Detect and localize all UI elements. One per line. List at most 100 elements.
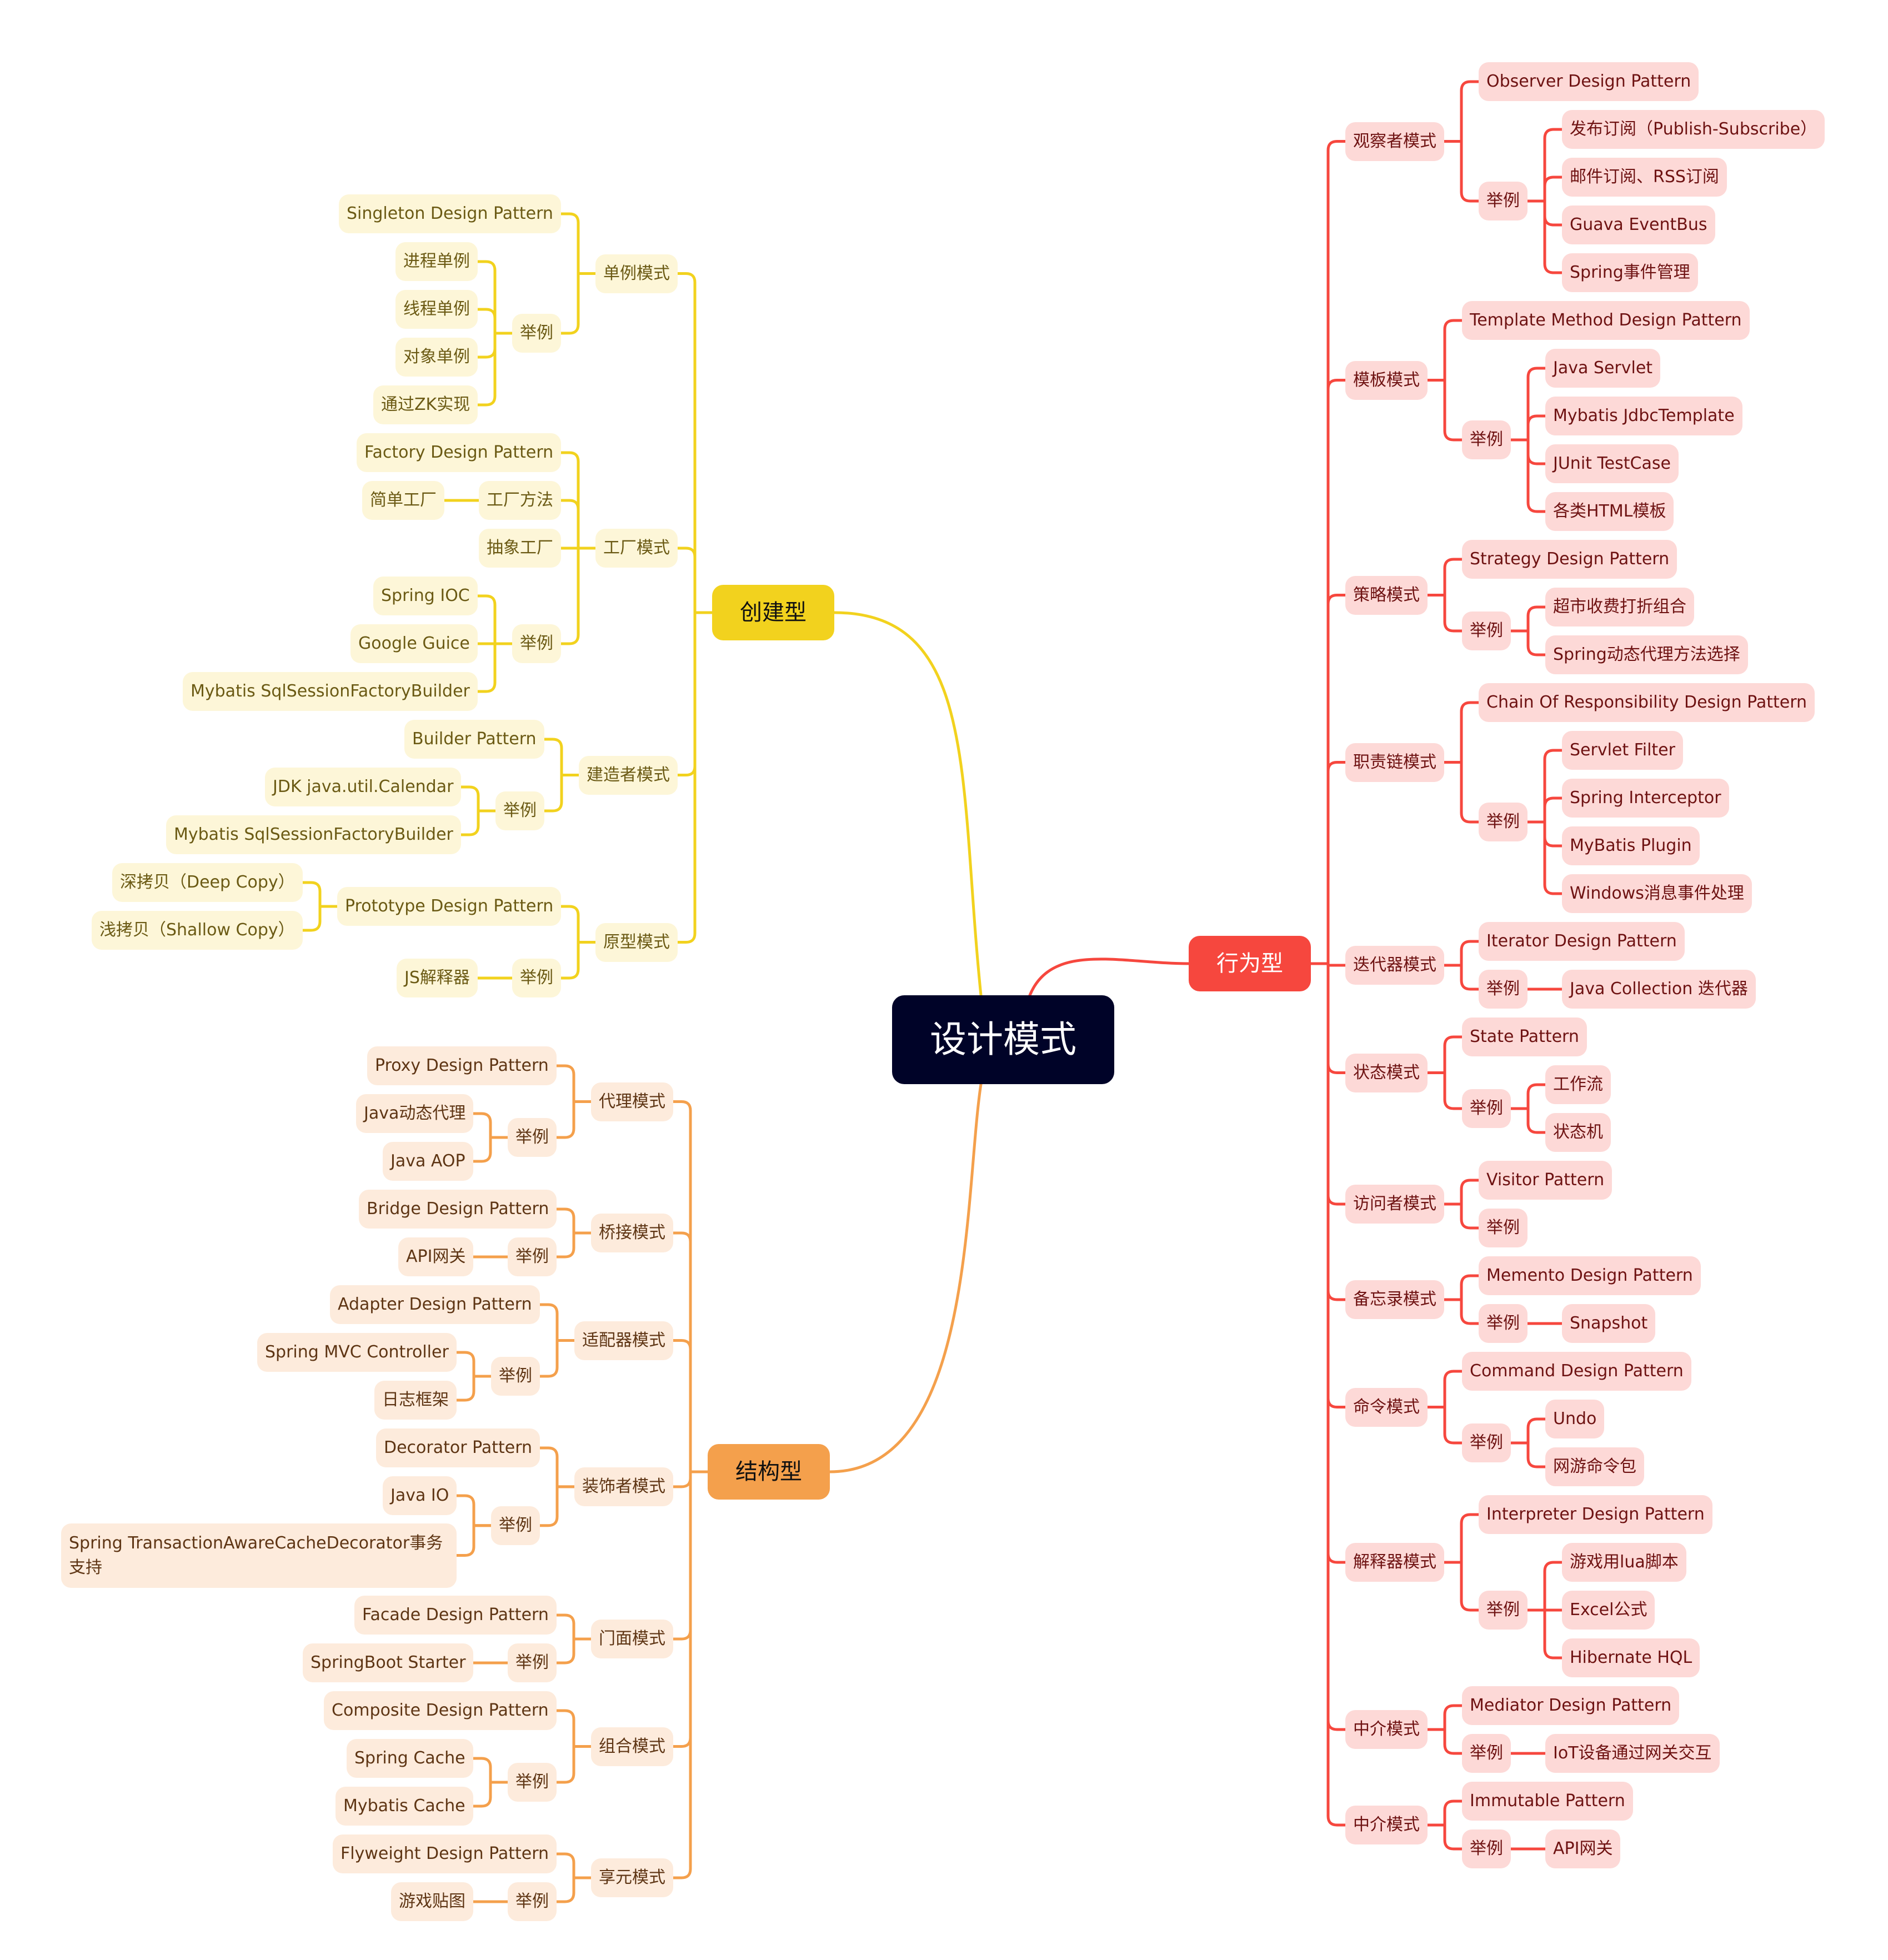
leaf-node[interactable]: 游戏贴图 <box>391 1882 473 1921</box>
leaf-node[interactable]: Servlet Filter <box>1562 731 1683 770</box>
leaf-node[interactable]: State Pattern <box>1462 1017 1587 1056</box>
leaf-node[interactable]: 日志框架 <box>374 1381 457 1420</box>
leaf-node[interactable]: Mybatis Cache <box>335 1787 473 1826</box>
pattern-node-cn[interactable]: 访问者模式 <box>1345 1185 1444 1224</box>
category-node-behavioral[interactable]: 行为型 <box>1189 936 1311 991</box>
pattern-node-cn[interactable]: 享元模式 <box>591 1858 673 1897</box>
leaf-node[interactable]: Hibernate HQL <box>1562 1638 1700 1677</box>
pattern-node-cn[interactable]: 门面模式 <box>591 1620 673 1658</box>
leaf-node[interactable]: Proxy Design Pattern <box>367 1046 557 1085</box>
pattern-node-cn[interactable]: 单例模式 <box>595 254 678 293</box>
leaf-node[interactable]: 进程单例 <box>395 242 478 281</box>
leaf-node[interactable]: 深拷贝（Deep Copy） <box>112 863 303 902</box>
leaf-node[interactable]: 游戏用lua脚本 <box>1562 1543 1686 1582</box>
pattern-node-cn[interactable]: 状态模式 <box>1345 1053 1428 1092</box>
leaf-node[interactable]: Mybatis JdbcTemplate <box>1545 397 1742 435</box>
leaf-node[interactable]: Mediator Design Pattern <box>1462 1686 1680 1725</box>
pattern-node-cn[interactable]: 迭代器模式 <box>1345 946 1444 985</box>
leaf-node[interactable]: Java Servlet <box>1545 349 1661 388</box>
leaf-node[interactable]: 简单工厂 <box>362 481 444 520</box>
pattern-node-cn[interactable]: 中介模式 <box>1345 1710 1428 1749</box>
example-node[interactable]: 举例 <box>1479 803 1528 841</box>
example-node[interactable]: 举例 <box>1479 1209 1528 1247</box>
leaf-node[interactable]: Java动态代理 <box>356 1094 474 1133</box>
leaf-node[interactable]: 线程单例 <box>395 290 478 329</box>
leaf-node[interactable]: Spring IOC <box>373 577 478 615</box>
leaf-node[interactable]: Spring Cache <box>347 1739 473 1778</box>
leaf-node[interactable]: Factory Design Pattern <box>357 433 562 472</box>
leaf-node[interactable]: 超市收费打折组合 <box>1545 588 1694 626</box>
leaf-node[interactable]: Mybatis SqlSessionFactoryBuilder <box>183 672 478 711</box>
example-node[interactable]: 举例 <box>508 1237 557 1276</box>
leaf-node[interactable]: Java AOP <box>383 1142 473 1181</box>
leaf-node[interactable]: 浅拷贝（Shallow Copy） <box>92 911 303 950</box>
leaf-node[interactable]: Facade Design Pattern <box>354 1596 557 1635</box>
example-node[interactable]: 举例 <box>495 791 544 830</box>
category-node-creational[interactable]: 创建型 <box>712 585 834 640</box>
example-node[interactable]: 举例 <box>1462 611 1511 650</box>
leaf-node[interactable]: Excel公式 <box>1562 1591 1655 1630</box>
subtopic-node[interactable]: 工厂方法 <box>479 481 561 520</box>
pattern-node-cn[interactable]: 职责链模式 <box>1345 743 1444 782</box>
leaf-node[interactable]: JDK java.util.Calendar <box>265 768 462 806</box>
example-node[interactable]: 举例 <box>512 624 561 663</box>
example-node[interactable]: 举例 <box>1479 1304 1528 1343</box>
leaf-node[interactable]: Template Method Design Pattern <box>1462 301 1750 340</box>
leaf-node[interactable]: Google Guice <box>350 624 478 663</box>
example-node[interactable]: 举例 <box>508 1882 557 1921</box>
pattern-node-cn[interactable]: 代理模式 <box>591 1082 673 1121</box>
leaf-node[interactable]: Observer Design Pattern <box>1479 62 1699 101</box>
leaf-node[interactable]: 邮件订阅、RSS订阅 <box>1562 158 1727 197</box>
leaf-node[interactable]: Undo <box>1545 1400 1605 1438</box>
leaf-node[interactable]: 对象单例 <box>395 338 478 377</box>
leaf-node[interactable]: Singleton Design Pattern <box>339 194 561 233</box>
pattern-node-cn[interactable]: 工厂模式 <box>595 529 678 568</box>
leaf-node[interactable]: Guava EventBus <box>1562 205 1715 244</box>
example-node[interactable]: 举例 <box>1462 420 1511 459</box>
leaf-node[interactable]: Command Design Pattern <box>1462 1352 1691 1391</box>
pattern-node-cn[interactable]: 桥接模式 <box>591 1214 673 1252</box>
leaf-node[interactable]: JUnit TestCase <box>1545 444 1679 483</box>
example-node[interactable]: 举例 <box>1479 1591 1528 1630</box>
leaf-node[interactable]: Java Collection 迭代器 <box>1562 970 1756 1009</box>
leaf-node[interactable]: Spring MVC Controller <box>257 1333 457 1372</box>
leaf-node[interactable]: Spring动态代理方法选择 <box>1545 635 1748 674</box>
leaf-node[interactable]: Composite Design Pattern <box>324 1691 557 1730</box>
leaf-node[interactable]: Interpreter Design Pattern <box>1479 1495 1712 1534</box>
pattern-node-cn[interactable]: 适配器模式 <box>574 1321 673 1360</box>
leaf-node[interactable]: Java IO <box>383 1476 457 1515</box>
leaf-node[interactable]: 网游命令包 <box>1545 1447 1644 1486</box>
leaf-node[interactable]: Bridge Design Pattern <box>359 1190 557 1229</box>
example-node[interactable]: 举例 <box>512 314 561 353</box>
root-topic[interactable]: 设计模式 <box>892 995 1114 1084</box>
category-node-structural[interactable]: 结构型 <box>708 1444 830 1500</box>
pattern-node-cn[interactable]: 备忘录模式 <box>1345 1280 1444 1319</box>
leaf-node[interactable]: SpringBoot Starter <box>303 1643 474 1682</box>
leaf-node[interactable]: 各类HTML模板 <box>1545 492 1674 531</box>
leaf-node[interactable]: Builder Pattern <box>404 720 544 759</box>
leaf-node[interactable]: Spring Interceptor <box>1562 779 1729 818</box>
pattern-node-cn[interactable]: 解释器模式 <box>1345 1543 1444 1582</box>
leaf-node[interactable]: Visitor Pattern <box>1479 1161 1612 1200</box>
example-node[interactable]: 举例 <box>491 1357 540 1396</box>
leaf-node[interactable]: Spring TransactionAwareCacheDecorator事务支… <box>61 1523 457 1588</box>
pattern-node-cn[interactable]: 模板模式 <box>1345 360 1428 400</box>
leaf-node[interactable]: Flyweight Design Pattern <box>333 1834 557 1873</box>
leaf-node[interactable]: 通过ZK实现 <box>373 385 478 424</box>
example-node[interactable]: 举例 <box>1462 1829 1511 1868</box>
example-node[interactable]: 举例 <box>512 959 561 997</box>
leaf-node[interactable]: 抽象工厂 <box>479 529 561 568</box>
leaf-node[interactable]: Strategy Design Pattern <box>1462 540 1677 579</box>
leaf-node[interactable]: 发布订阅（Publish-Subscribe） <box>1562 110 1825 149</box>
leaf-node[interactable]: API网关 <box>1545 1829 1621 1868</box>
leaf-node[interactable]: 状态机 <box>1545 1113 1611 1152</box>
example-node[interactable]: 举例 <box>508 1118 557 1157</box>
pattern-node-cn[interactable]: 中介模式 <box>1345 1806 1428 1844</box>
example-node[interactable]: 举例 <box>1479 970 1528 1009</box>
leaf-node[interactable]: Snapshot <box>1562 1304 1656 1343</box>
example-node[interactable]: 举例 <box>1462 1423 1511 1462</box>
leaf-node[interactable]: Adapter Design Pattern <box>330 1285 540 1324</box>
leaf-node[interactable]: Memento Design Pattern <box>1479 1256 1701 1295</box>
pattern-node-cn[interactable]: 策略模式 <box>1345 575 1428 615</box>
leaf-node[interactable]: Windows消息事件处理 <box>1562 874 1752 913</box>
